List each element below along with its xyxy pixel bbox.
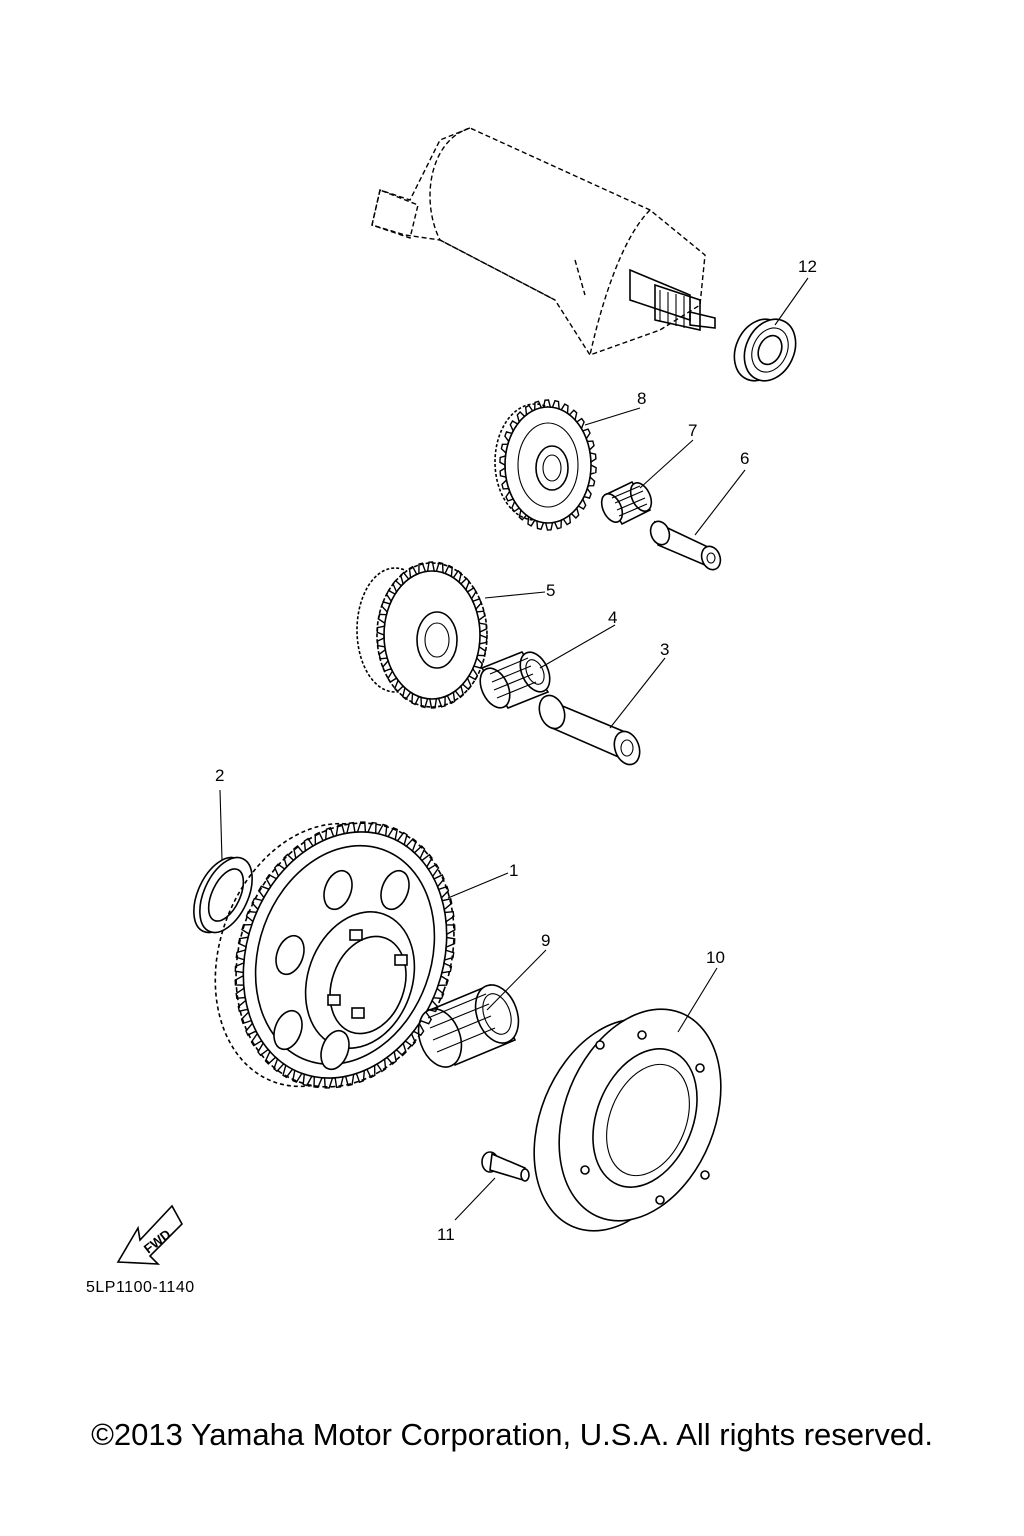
forward-arrow: FWD [116,1204,183,1265]
ball-bearing [733,318,797,382]
gear-teeth-clutch [234,821,456,1089]
bolt [481,1151,530,1182]
one-way-clutch [533,1008,722,1232]
callout-8: 8 [637,389,646,408]
callout-7: 7 [688,421,697,440]
washer [193,856,253,934]
callout-2: 2 [215,766,224,785]
needle-bearing-large [479,651,551,709]
diagram-code: 5LP1100-1140 [86,1279,195,1296]
copyright-notice: ©2013 Yamaha Motor Corporation, U.S.A. A… [91,1417,933,1452]
callout-9: 9 [541,931,550,950]
callout-1: 1 [509,861,518,880]
exploded-parts-diagram: 12 8 7 6 5 4 3 2 1 9 10 11 FWD 5LP1100-1… [86,127,817,1296]
shaft-large [538,694,641,766]
callout-11: 11 [437,1225,455,1244]
shaft-small [649,520,722,571]
needle-bearing-small [600,480,653,526]
callout-10: 10 [706,948,725,967]
idler-gear-large [356,562,488,708]
callout-5: 5 [546,581,555,600]
callout-12: 12 [798,257,817,276]
callout-4: 4 [608,608,617,627]
starter-clutch-gear [214,822,455,1088]
starter-motor-outline [371,127,716,356]
callout-6: 6 [740,449,749,468]
gear-teeth-small [499,399,597,531]
leader-lines [219,277,809,1221]
callout-labels: 12 8 7 6 5 4 3 2 1 9 10 11 [215,257,817,1244]
callout-3: 3 [660,640,669,659]
clutch-needle-bearing [417,983,520,1068]
gear-teeth-large [376,561,488,709]
